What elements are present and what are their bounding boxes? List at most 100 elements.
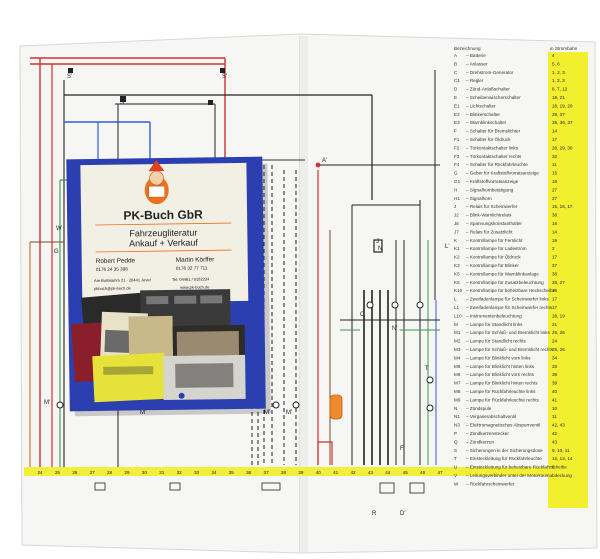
strip-number: 47 [437,470,443,475]
label-s1: S' [67,74,72,80]
legend-key: K3 [454,263,460,268]
label-g: G [54,249,59,255]
strip-number: 32 [177,470,183,475]
legend-description: – Lampe für Blinklicht hinten links [466,364,535,369]
legend-key: C1 [454,78,460,83]
legend-key: E3 [454,120,460,125]
strip-number: 45 [403,470,409,475]
legend-key: M6 [454,372,461,377]
legend-key: M3 [454,347,461,352]
legend-ref: 19 [552,238,558,243]
legend-description: – Signalhornbetätigung [466,187,514,192]
legend-key: W [454,481,459,486]
legend-key: J2 [454,213,459,218]
legend-description: – Kontrollampe für Fernlicht [466,238,523,243]
legend-column-heading: in Strombahn [550,46,578,51]
label-n2: N' [392,326,397,332]
legend-key: E [454,95,457,100]
label-w: W [56,226,62,232]
legend-ref: 41 [552,397,558,402]
legend-key: K10 [454,288,463,293]
legend-description: – Rückfahrscheinwerfer [466,481,515,486]
label-a: A' [322,158,327,164]
strip-number: 28 [107,470,113,475]
legend-ref: 33 [552,364,558,369]
legend-description: – Scheibenwischerschalter [466,95,521,100]
legend-key: T [454,456,457,461]
legend-description: – Lampe für Schluß- und Bremslicht links [466,330,550,335]
legend-ref: 2 [552,246,555,251]
legend-ref: 39 [552,381,558,386]
legend-ref: 8, 7, 12 [552,87,568,92]
legend-key: H [454,187,457,192]
strip-number: 30 [142,470,148,475]
card-tagline-2: Ankauf + Verkauf [129,238,198,249]
legend-ref: 15 [552,288,558,293]
legend-key: M4 [454,355,461,360]
label-f: F' [400,446,405,452]
strip-number: 36 [246,470,252,475]
legend-key: L [454,297,457,302]
legend-key: K1 [454,246,460,251]
legend-key: L1 [454,305,460,310]
legend-description: – Lampe für Standlicht links [466,322,523,327]
legend-description: – Leitungsverbinder unter der Motorrauma… [466,473,572,478]
legend-description: – Schalter für Bremslichter [466,129,521,134]
legend-key: L10 [454,313,462,318]
legend-description: – Schalter für Rückfahrleuchte [466,162,528,167]
legend-key: N3 [454,423,460,428]
card-phone-right: 0176 32 77 711 [176,265,208,270]
legend-ref: 42, 43 [552,423,565,428]
legend-description: – Kontrollampe für Ladestrom [466,246,527,251]
strip-number: 27 [90,470,96,475]
legend-description: – Batterie [466,53,486,58]
legend-ref: 25, 26 [552,347,565,352]
legend-ref: 15 [552,171,558,176]
legend-ref: 17 [552,255,558,260]
legend-ref: 14 [552,229,558,234]
legend-key: M5 [454,364,461,369]
legend-ref: 16 [552,221,558,226]
label-m4: M' [286,410,292,416]
legend-description: – Zündkerzen [466,439,495,444]
legend-ref: 6 [552,465,555,470]
label-j: J [376,239,379,245]
legend-ref: 16 [552,179,558,184]
legend-ref: 25, 26 [552,330,565,335]
legend-ref: 17 [552,305,558,310]
legend-key: U [454,465,457,470]
legend-key: M2 [454,339,461,344]
legend-key: N1 [454,414,460,419]
legend-ref: 5, 6 [552,61,560,66]
strip-number: 24 [37,470,43,475]
strip-number: 38 [281,470,287,475]
legend-description: – Blinkerschalter [466,112,500,117]
legend-ref: 18, 21 [552,95,565,100]
legend-description: – Instrumentenbeleuchtung [466,313,522,318]
legend-key: K2 [454,255,460,260]
strip-number: 25 [55,470,61,475]
legend-description: – Schalter für Öldruck [466,136,511,142]
legend-ref: 38 [552,372,558,377]
legend-description: – Zweifadenlampe für Scheinwerfer links [466,297,549,302]
legend-ref: 12, 13, 14 [552,456,573,461]
card-email-left: pkbuch@pk-buch.de [94,285,132,291]
legend-ref: 42 [552,431,558,436]
legend-description: – Lampe für Rückfahrleuchte rechts [466,397,539,402]
legend-key: M7 [454,381,461,386]
legend-ref: 17 [552,137,558,142]
legend-ref: 29, 37 [552,112,565,117]
dealer-card: PK-Buch GbR Fahrzeugliteratur Ankauf + V… [66,156,271,417]
legend-ref: 27 [552,187,558,192]
legend-ref: 28, 29, 30 [552,145,573,150]
legend-description: – Einsteckleitung für Rückfahrleuchte [466,456,542,461]
legend-key: S [454,448,457,453]
legend-description: – Blink-Warnlichtrelais [466,213,512,218]
strip-number: 41 [333,470,339,475]
legend-key: F2 [454,145,460,150]
legend-description: – Relais für Scheinwerfer [466,204,518,209]
legend-key: F [454,129,457,134]
legend-description: – Warnblinkschalter [466,120,507,125]
